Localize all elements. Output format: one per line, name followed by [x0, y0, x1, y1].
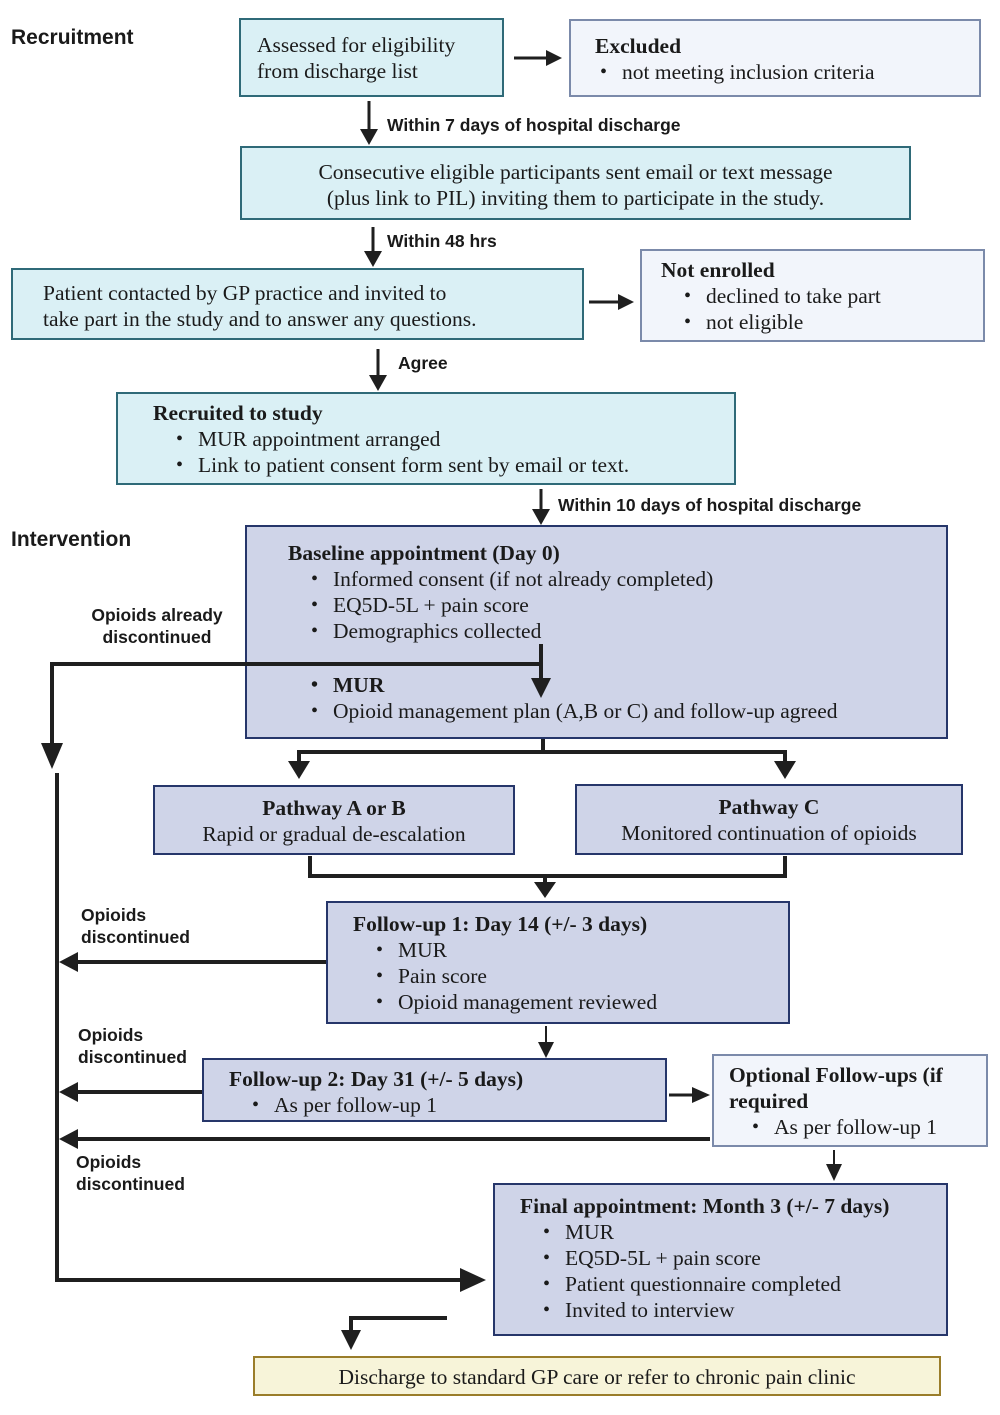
- edge-label-opioids-already-discontinued: Opioids already discontinued: [82, 604, 232, 648]
- box-title: Optional Follow-ups (if: [729, 1063, 943, 1087]
- pathway-ab-box: Pathway A or B Rapid or gradual de-escal…: [153, 785, 515, 855]
- box-line: Consecutive eligible participants sent e…: [318, 160, 833, 184]
- arrowhead: [59, 952, 78, 972]
- arrowhead: [538, 1042, 554, 1058]
- list-item: EQ5D-5L + pain score: [538, 1245, 889, 1271]
- box-line: Assessed for eligibility: [257, 33, 456, 57]
- box-subtitle: Monitored continuation of opioids: [621, 821, 917, 845]
- list-item: Opioid management reviewed: [371, 989, 657, 1015]
- edge-label-line: discontinued: [76, 1174, 185, 1194]
- list-item: EQ5D-5L + pain score: [306, 592, 713, 618]
- recruited-box: Recruited to study MUR appointment arran…: [116, 392, 736, 485]
- box-title: Follow-up 2: Day 31 (+/- 5 days): [229, 1067, 524, 1091]
- list-item: MUR: [371, 937, 657, 963]
- section-label-recruitment: Recruitment: [11, 26, 134, 49]
- edge-label-within-10-days: Within 10 days of hospital discharge: [558, 495, 862, 515]
- followup2-box: Follow-up 2: Day 31 (+/- 5 days) As per …: [202, 1058, 667, 1122]
- list-item: MUR: [306, 672, 838, 698]
- box-title: required: [729, 1089, 809, 1113]
- edge-label-line: discontinued: [81, 927, 190, 947]
- consecutive-participants-box: Consecutive eligible participants sent e…: [240, 146, 911, 220]
- connector-pathway-merge: [308, 856, 787, 878]
- edge-label-line: Opioids: [78, 1025, 144, 1045]
- box-line: (plus link to PIL) inviting them to part…: [326, 186, 825, 210]
- arrow-final-to-discharge: [349, 1316, 447, 1332]
- arrowhead: [618, 294, 634, 310]
- list-item: declined to take part: [679, 283, 881, 309]
- pathway-c-box: Pathway C Monitored continuation of opio…: [575, 784, 963, 855]
- box-title: Recruited to study: [153, 401, 323, 425]
- box-line: Discharge to standard GP care or refer t…: [338, 1365, 856, 1389]
- box-title: Pathway A or B: [262, 796, 406, 820]
- list-item: Link to patient consent form sent by ema…: [171, 452, 629, 478]
- arrowhead: [341, 1330, 361, 1350]
- list-item: not meeting inclusion criteria: [595, 59, 875, 85]
- arrowhead: [532, 509, 550, 525]
- box-title: Final appointment: Month 3 (+/- 7 days): [520, 1194, 890, 1218]
- edge-label-within-48-hrs: Within 48 hrs: [387, 231, 497, 251]
- arrowhead: [59, 1129, 78, 1149]
- edge-label-line: discontinued: [78, 1047, 187, 1067]
- arrowhead: [826, 1164, 842, 1181]
- list-item: MUR appointment arranged: [171, 426, 629, 452]
- arrowhead: [460, 1268, 486, 1292]
- arrowhead: [360, 129, 378, 145]
- excluded-box: Excluded not meeting inclusion criteria: [569, 19, 981, 97]
- arrowhead: [364, 251, 382, 267]
- arrowhead: [774, 761, 796, 779]
- list-item: Opioid management plan (A,B or C) and fo…: [306, 698, 838, 724]
- box-line: from discharge list: [257, 59, 418, 83]
- box-title: Baseline appointment (Day 0): [288, 541, 560, 565]
- edge-label-line: Opioids: [81, 905, 147, 925]
- box-title: Excluded: [595, 34, 682, 58]
- arrowhead: [369, 375, 387, 391]
- list-item: As per follow-up 1: [747, 1114, 943, 1140]
- arrowhead: [546, 50, 562, 66]
- arrowhead: [288, 761, 310, 779]
- box-title: Not enrolled: [661, 258, 775, 282]
- connector-pathway-split: [297, 750, 787, 762]
- followup1-box: Follow-up 1: Day 14 (+/- 3 days) MUR Pai…: [326, 901, 790, 1024]
- section-label-intervention: Intervention: [11, 528, 132, 551]
- list-item: Invited to interview: [538, 1297, 889, 1323]
- not-enrolled-box: Not enrolled declined to take part not e…: [640, 249, 985, 342]
- baseline-appointment-box: Baseline appointment (Day 0) Informed co…: [245, 525, 948, 739]
- edge-label-opioids-discontinued-optional: Opioids discontinued: [76, 1151, 185, 1195]
- box-line: Patient contacted by GP practice and inv…: [43, 281, 447, 305]
- list-item: Demographics collected: [306, 618, 713, 644]
- box-title: Pathway C: [718, 795, 820, 819]
- list-item: Patient questionnaire completed: [538, 1271, 889, 1297]
- assessed-eligibility-box: Assessed for eligibility from discharge …: [239, 18, 504, 97]
- edge-label-within-7-days: Within 7 days of hospital discharge: [387, 115, 681, 135]
- list-item: Informed consent (if not already complet…: [306, 566, 713, 592]
- edge-label-opioids-discontinued-fu2: Opioids discontinued: [78, 1024, 187, 1068]
- arrowhead: [41, 743, 63, 769]
- edge-label-line: Opioids: [76, 1152, 142, 1172]
- arrowhead: [534, 882, 556, 898]
- list-item: Pain score: [371, 963, 657, 989]
- discharge-box: Discharge to standard GP care or refer t…: [253, 1356, 941, 1396]
- list-item: not eligible: [679, 309, 881, 335]
- patient-contacted-box: Patient contacted by GP practice and inv…: [11, 268, 584, 340]
- box-title: Follow-up 1: Day 14 (+/- 3 days): [353, 912, 648, 936]
- list-item: As per follow-up 1: [247, 1092, 523, 1118]
- final-appointment-box: Final appointment: Month 3 (+/- 7 days) …: [493, 1183, 948, 1336]
- box-subtitle: Rapid or gradual de-escalation: [202, 822, 466, 846]
- list-item: MUR: [538, 1219, 889, 1245]
- optional-followups-box: Optional Follow-ups (if required As per …: [712, 1054, 988, 1147]
- arrowhead: [692, 1087, 710, 1103]
- edge-label-agree: Agree: [398, 353, 448, 373]
- edge-label-line: Opioids already: [91, 605, 223, 625]
- box-line: take part in the study and to answer any…: [43, 307, 477, 331]
- arrowhead: [59, 1082, 78, 1102]
- edge-label-line: discontinued: [102, 627, 212, 647]
- edge-label-opioids-discontinued-fu1: Opioids discontinued: [81, 904, 190, 948]
